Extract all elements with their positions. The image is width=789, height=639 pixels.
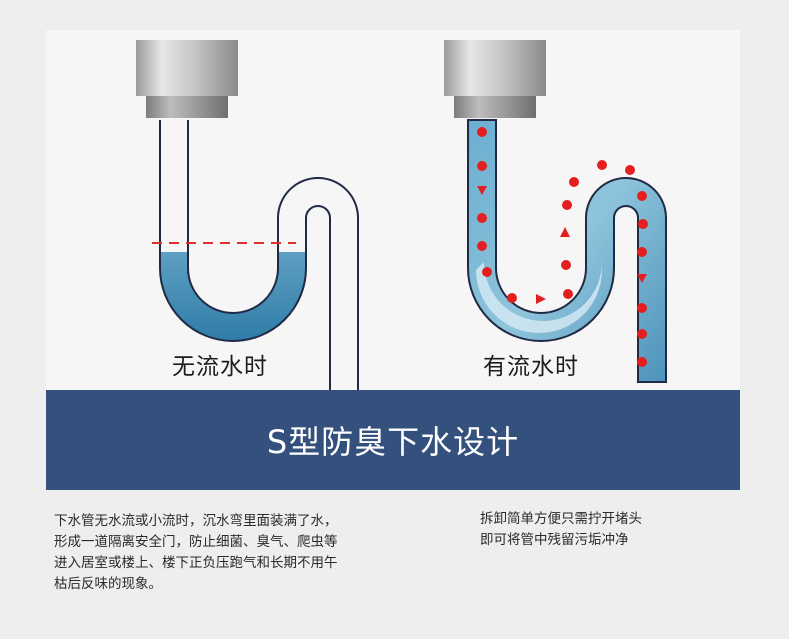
description-right-line: 拆卸简单方便只需拧开堵头: [480, 511, 642, 527]
banner-title: S型防臭下水设计: [266, 423, 520, 461]
trap-with-flow: [444, 40, 667, 383]
caption-with-flow: 有流水时: [483, 354, 579, 380]
description-left-line: 下水管无水流或小流时，沉水弯里面装满了水，: [54, 513, 338, 529]
description-right-line: 即可将管中残留污垢冲净: [480, 532, 629, 548]
flow-markers: [477, 127, 648, 367]
description-left-line: 进入居室或楼上、楼下正负压跑气和长期不用午: [54, 555, 338, 571]
description-left-line: 形成一道隔离安全门，防止细菌、臭气、爬虫等: [54, 534, 338, 550]
description-left-line: 枯后反味的现象。: [54, 576, 162, 592]
trap-no-flow: [136, 40, 359, 390]
caption-no-flow: 无流水时: [172, 354, 268, 380]
description-left: 下水管无水流或小流时，沉水弯里面装满了水， 形成一道隔离安全门，防止细菌、臭气、…: [54, 511, 414, 595]
drain-fitting-right: [444, 40, 546, 96]
drain-fitting-left: [136, 40, 238, 96]
description-right: 拆卸简单方便只需拧开堵头 即可将管中残留污垢冲净: [480, 509, 740, 551]
title-banner: S型防臭下水设计: [46, 390, 740, 490]
s-trap-illustration: [136, 40, 667, 390]
